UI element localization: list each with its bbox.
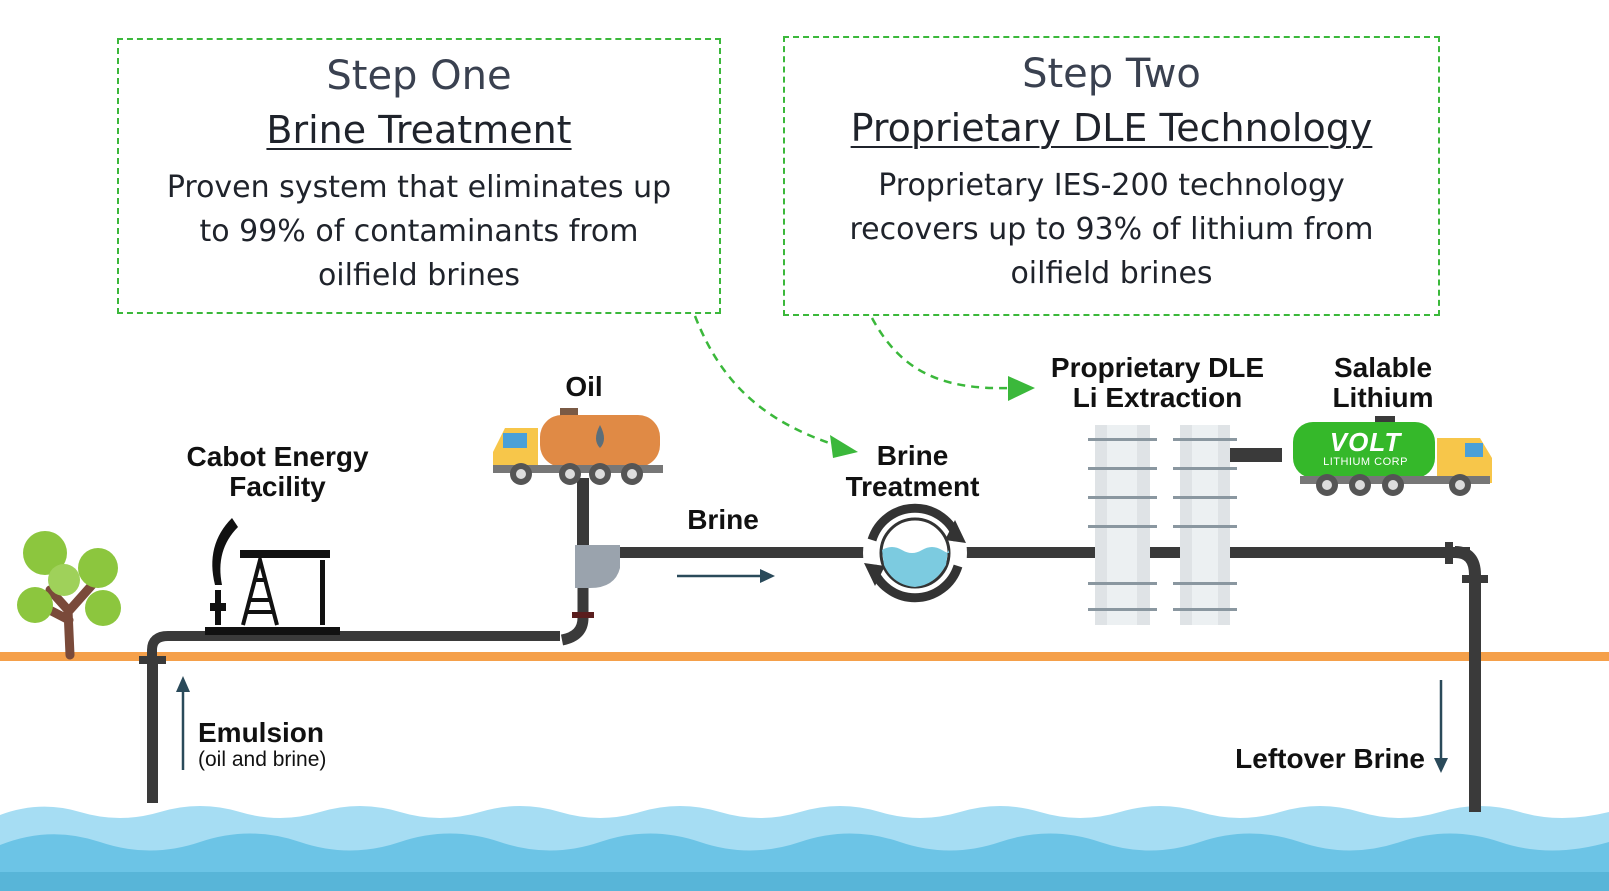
ground-line [0, 652, 1609, 661]
oil-label: Oil [565, 371, 603, 402]
dle-extraction-label: Proprietary DLE Li Extraction [1030, 353, 1285, 413]
leftover-pipe-elbow [1454, 546, 1481, 812]
facility-label-line1: Cabot Energy [186, 441, 369, 472]
step-one-box: Step One Brine Treatment Proven system t… [117, 38, 721, 314]
brine-flow-arrow [677, 569, 775, 583]
leftover-down-arrow [1434, 680, 1448, 773]
facility-label: Cabot Energy Facility [160, 442, 395, 502]
step-two-connector-arrow [870, 317, 1011, 390]
volt-logo-subtitle: LITHIUM CORP [1323, 456, 1408, 468]
dle-extraction-label-line1: Proprietary DLE [1050, 352, 1265, 383]
volt-logo: VOLT [1329, 427, 1402, 457]
step-one-body: Proven system that eliminates up to 99% … [166, 170, 672, 293]
step-two-subheading: Proprietary DLE Technology [850, 106, 1373, 150]
brine-label: Brine [687, 504, 759, 535]
leftover-brine-label: Leftover Brine [1235, 743, 1425, 774]
oil-separator-pipe [560, 478, 620, 646]
brine-treatment-label-line2: Treatment [845, 471, 980, 502]
brine-treatment-label-line1: Brine [876, 440, 949, 471]
dle-columns-icon [1088, 425, 1282, 625]
step-one-connector-arrow [693, 315, 836, 447]
volt-truck-icon [1293, 416, 1492, 496]
dle-extraction-label-line2: Li Extraction [1072, 382, 1243, 413]
step-one-subheading: Brine Treatment [266, 108, 572, 152]
main-brine-pipe [620, 547, 1470, 558]
salable-lithium-label-line2: Lithium [1332, 382, 1434, 413]
step-two-heading: Step Two [1022, 51, 1201, 97]
tree-icon [17, 531, 121, 660]
emulsion-well-pipe [139, 631, 560, 803]
oil-truck-icon [493, 408, 663, 485]
salable-lithium-label: Salable Lithium [1318, 353, 1448, 413]
facility-label-line2: Facility [229, 471, 326, 502]
salable-lithium-label-line1: Salable [1333, 352, 1433, 383]
emulsion-sublabel: (oil and brine) [198, 748, 327, 771]
pumpjack-icon [205, 518, 340, 635]
emulsion-label: Emulsion [198, 717, 325, 748]
brine-treatment-icon [863, 501, 967, 605]
emulsion-up-arrow [176, 676, 190, 770]
brine-treatment-label: Brine Treatment [825, 440, 1000, 502]
step-two-box: Step Two Proprietary DLE Technology Prop… [783, 36, 1440, 316]
pipe-flange [1445, 542, 1453, 564]
step-one-heading: Step One [326, 53, 512, 99]
step-two-arrowhead [1008, 376, 1035, 401]
water-base [0, 872, 1609, 891]
pipe-flange-2 [1462, 575, 1488, 583]
step-one-arrowhead [830, 435, 858, 458]
step-two-body: Proprietary IES-200 technology recovers … [849, 168, 1374, 291]
